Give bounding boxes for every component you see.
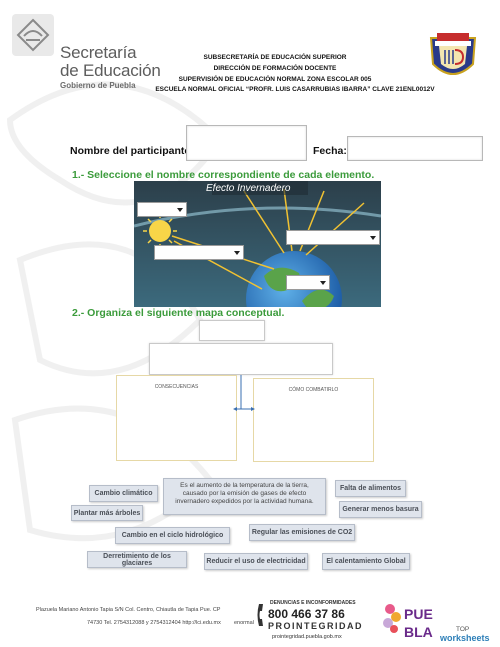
- combat-heading: CÓMO COMBATIRLO: [288, 387, 339, 393]
- sep-title-line1: Secretaría: [60, 43, 137, 62]
- dropdown-earth[interactable]: [286, 275, 330, 290]
- puebla-logo-text-bottom: BLA: [404, 624, 433, 640]
- concept-map-root-slot[interactable]: [199, 320, 265, 341]
- chip-falta-alimentos[interactable]: Falta de alimentos: [335, 480, 406, 497]
- school-shield-logo: [429, 33, 477, 75]
- prointegridad-label: PROINTEGRIDAD: [268, 621, 364, 631]
- header-line-4: ESCUELA NORMAL OFICIAL “PROFR. LUIS CASA…: [155, 86, 435, 93]
- footer-contact: 74730 Tel. 2754312088 y 2754312404 http:…: [87, 620, 221, 626]
- date-label: Fecha:: [313, 145, 347, 157]
- dropdown-atmosphere[interactable]: [286, 230, 380, 245]
- header-line-2: DIRECCIÓN DE FORMACIÓN DOCENTE: [213, 65, 337, 72]
- chip-glaciares[interactable]: Derretimiento de los glaciares: [87, 551, 187, 568]
- denuncias-label: DENUNCIAS E INCONFORMIDADES: [270, 600, 356, 606]
- footer-address: Plazuela Mariano Antonio Tapia S/N Col. …: [36, 607, 221, 613]
- chevron-down-icon: [234, 251, 240, 255]
- footer-contact-tail: enormal: [234, 620, 254, 626]
- chip-regular-co2[interactable]: Regular las emisiones de CO2: [249, 524, 355, 541]
- concept-map-definition-slot[interactable]: [149, 343, 333, 375]
- date-field[interactable]: [347, 136, 483, 161]
- dropdown-radiation[interactable]: [154, 245, 244, 260]
- puebla-logo-text-top: PUE: [404, 606, 433, 622]
- question-1-title: 1.- Seleccione el nombre correspondiente…: [72, 169, 375, 181]
- sep-logo: Secretaría de Educación Gobierno de Pueb…: [0, 0, 170, 96]
- hotline-phone: 800 466 37 86: [268, 607, 345, 621]
- chevron-down-icon: [320, 281, 326, 285]
- header-line-3: SUPERVISIÓN DE EDUCACIÓN NORMAL ZONA ESC…: [178, 76, 372, 83]
- participant-name-field[interactable]: [186, 125, 307, 161]
- topworksheets-top: TOP: [456, 626, 470, 633]
- connector-lines: [233, 375, 255, 411]
- sep-government-label: Gobierno de Puebla: [60, 81, 136, 90]
- sep-title-line2: de Educación: [60, 61, 161, 80]
- participant-label: Nombre del participante: [70, 145, 191, 157]
- chip-calentamiento-global[interactable]: El calentamiento Global: [322, 553, 410, 570]
- chevron-down-icon: [370, 236, 376, 240]
- combat-column[interactable]: CÓMO COMBATIRLO: [253, 378, 374, 462]
- header-line-1: SUBSECRETARÍA DE EDUCACIÓN SUPERIOR: [203, 54, 347, 61]
- prointegridad-url[interactable]: prointegridad.puebla.gob.mx: [272, 634, 342, 640]
- puebla-logo: PUE BLA: [383, 604, 433, 640]
- chip-ciclo-hidrologico[interactable]: Cambio en el ciclo hidrológico: [115, 527, 230, 544]
- consequences-column[interactable]: CONSECUENCIAS: [116, 375, 237, 461]
- sep-emblem-icon: [12, 14, 54, 56]
- chip-definition[interactable]: Es el aumento de la temperatura de la ti…: [163, 478, 326, 515]
- chip-cambio-climatico[interactable]: Cambio climático: [89, 485, 158, 502]
- topworksheets-logo[interactable]: worksheets: [440, 633, 490, 643]
- chip-reducir-electricidad[interactable]: Reducir el uso de electricidad: [204, 553, 308, 570]
- dropdown-sun[interactable]: [137, 202, 187, 217]
- phone-icon: [257, 604, 263, 626]
- consequences-heading: CONSECUENCIAS: [154, 384, 199, 390]
- greenhouse-title: Efecto Invernadero: [206, 183, 291, 194]
- chip-generar-basura[interactable]: Generar menos basura: [339, 501, 422, 518]
- chevron-down-icon: [177, 208, 183, 212]
- chip-plantar-arboles[interactable]: Plantar más árboles: [71, 505, 143, 521]
- greenhouse-effect-image: Efecto Invernadero: [134, 181, 381, 307]
- question-2-title: 2.- Organiza el siguiente mapa conceptua…: [72, 307, 285, 319]
